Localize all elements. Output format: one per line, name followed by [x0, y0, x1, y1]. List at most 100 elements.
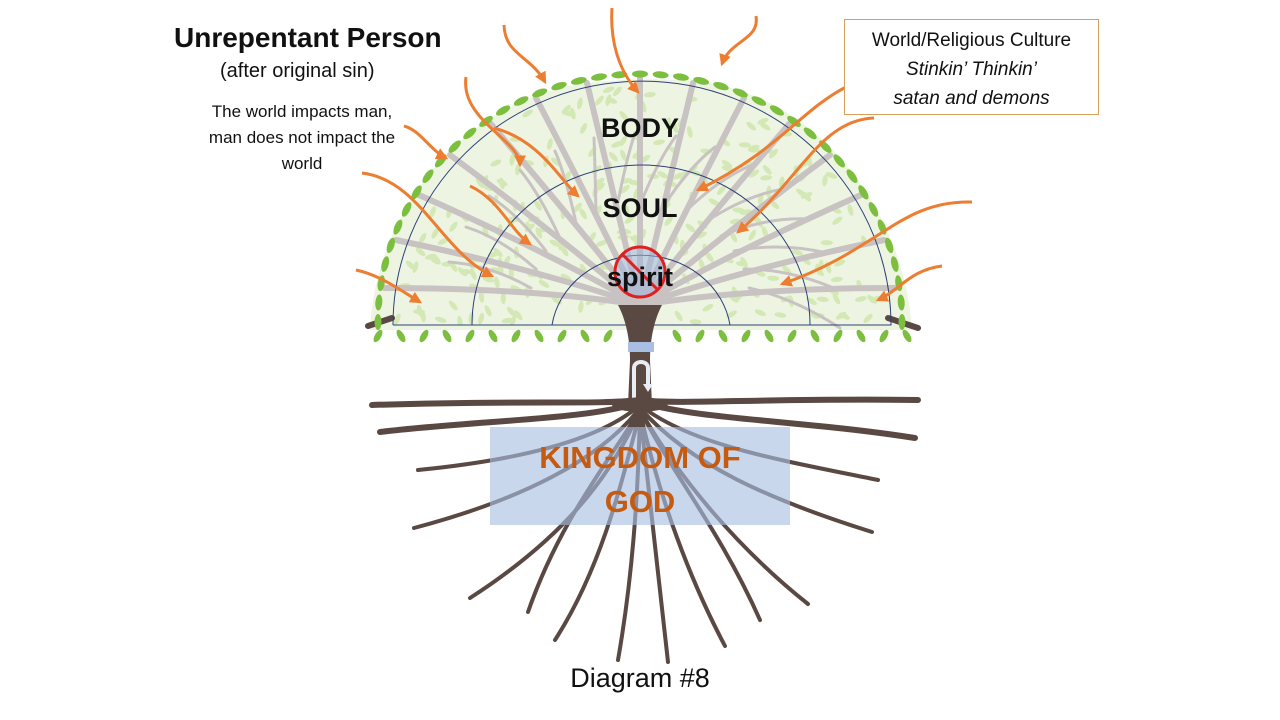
- leaf: [411, 185, 422, 200]
- leaf: [386, 237, 395, 254]
- influence-arrow: [361, 171, 495, 278]
- leaf: [689, 319, 702, 325]
- leaf: [449, 221, 458, 232]
- leaf: [757, 117, 769, 125]
- leaf: [657, 171, 669, 179]
- influence-arrow: [875, 264, 943, 302]
- leaf: [702, 303, 714, 312]
- leaf: [375, 294, 383, 311]
- leaf: [532, 88, 548, 98]
- leaf: [856, 329, 866, 343]
- impact-note: The world impacts man, man does not impa…: [182, 99, 422, 177]
- u-turn-arrow-icon: [632, 360, 650, 398]
- kingdom-line: KINGDOM OF: [539, 440, 741, 475]
- leaf: [671, 121, 679, 134]
- leaf: [761, 226, 769, 238]
- leaf: [442, 329, 452, 343]
- leaf: [431, 227, 439, 239]
- leaf: [897, 294, 905, 311]
- leaf: [534, 200, 542, 211]
- leaf: [448, 140, 461, 153]
- leaf: [748, 169, 760, 178]
- root: [637, 396, 921, 405]
- soul-label: SOUL: [602, 193, 678, 223]
- leaf: [890, 256, 899, 272]
- prohibited-icon: [613, 245, 667, 299]
- leaf: [898, 314, 906, 330]
- kingdom-line: GOD: [604, 484, 676, 519]
- leaf: [490, 159, 502, 167]
- leaf: [846, 169, 858, 183]
- leaf: [693, 76, 710, 85]
- leaf: [902, 329, 912, 343]
- leaf: [437, 237, 449, 245]
- influence-arrow: [719, 15, 758, 67]
- kingdom-box: [490, 427, 790, 525]
- leaf: [741, 329, 751, 343]
- leaf: [695, 329, 705, 343]
- leaf: [716, 185, 727, 195]
- note-line: man does not impact the: [208, 128, 396, 147]
- leaf: [748, 144, 760, 151]
- leaf: [381, 256, 390, 272]
- leaf: [769, 105, 784, 116]
- leaf: [419, 329, 429, 343]
- branch: [381, 285, 643, 308]
- culture-box: World/Religious Culture Stinkin’ Thinkin…: [844, 19, 1099, 115]
- leaf: [833, 329, 843, 343]
- page-subtitle: (after original sin): [220, 60, 375, 82]
- leaf: [623, 205, 630, 218]
- leaf: [484, 305, 492, 317]
- leaf: [732, 88, 748, 98]
- leaf: [652, 71, 669, 79]
- leaf: [787, 329, 797, 343]
- spirit-label: spirit: [606, 262, 673, 292]
- page-title: Unrepentant Person: [174, 22, 442, 53]
- leaf: [509, 315, 517, 325]
- leaf: [624, 215, 635, 224]
- leaf: [605, 97, 618, 104]
- leaf: [374, 314, 382, 330]
- leaf: [759, 122, 771, 131]
- leaf: [868, 202, 879, 217]
- leaf: [496, 105, 511, 116]
- leaf: [422, 169, 434, 183]
- leaf: [726, 310, 737, 319]
- leaf: [632, 70, 648, 78]
- leaf: [822, 174, 828, 187]
- branch: [592, 136, 598, 215]
- leaf: [738, 142, 751, 148]
- leaf: [855, 296, 867, 302]
- leaf: [673, 73, 689, 81]
- leaf: [760, 175, 773, 181]
- leaf: [619, 184, 630, 194]
- leaf: [551, 81, 567, 91]
- branch: [747, 286, 842, 330]
- leaf: [672, 329, 682, 343]
- kingdom-label: KINGDOM OF GOD: [490, 436, 790, 524]
- leaf: [560, 245, 569, 257]
- leaf: [424, 253, 437, 260]
- leaf: [754, 309, 766, 316]
- leaf: [708, 198, 720, 207]
- leaf: [570, 77, 587, 85]
- leaf: [580, 329, 590, 343]
- leaf: [429, 206, 436, 218]
- influence-arrow: [779, 200, 973, 287]
- influence-arrow: [610, 7, 640, 94]
- branch: [518, 168, 561, 238]
- leaf: [511, 329, 521, 343]
- leaf: [820, 240, 833, 246]
- leaf: [863, 313, 873, 324]
- leaf: [577, 97, 583, 110]
- leaf: [482, 183, 493, 191]
- leaf: [546, 138, 553, 150]
- leaf: [405, 260, 416, 270]
- branch: [732, 245, 829, 255]
- leaf: [800, 192, 813, 199]
- leaf: [534, 329, 544, 343]
- leaf: [561, 104, 571, 115]
- leaf: [393, 219, 403, 235]
- leaf: [664, 215, 673, 226]
